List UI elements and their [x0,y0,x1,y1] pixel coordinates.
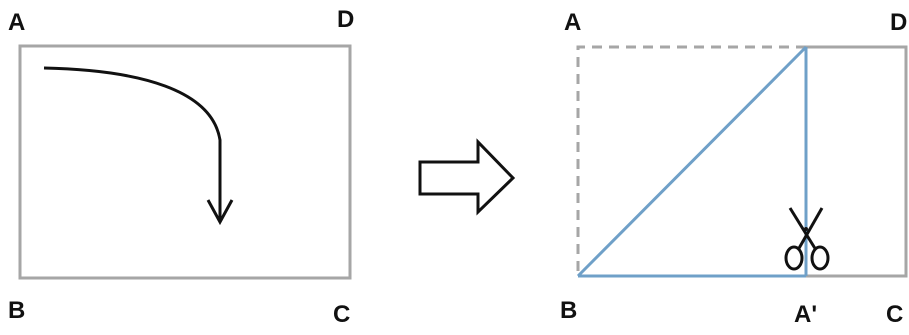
fold-arrow-head [206,199,234,226]
right-diagram: A D B A' C [560,9,908,328]
fold-diagonal-line [576,45,808,278]
right-label-b: B [560,297,577,324]
right-label-d: D [890,9,907,36]
right-arrow-outline-icon [418,138,516,216]
left-label-d: D [337,6,354,33]
left-label-c: C [333,301,350,328]
right-label-c: C [886,301,903,328]
left-label-b: B [8,297,25,324]
right-label-a-prime: A' [794,301,817,328]
right-rectangle-remaining [806,45,908,278]
left-diagram: A D B C [8,6,354,328]
curved-fold-arrow-icon [43,66,222,220]
scissors-icon [784,207,830,271]
left-label-a: A [8,9,25,36]
right-label-a: A [564,9,581,36]
folded-away-dashed-edge [576,45,806,276]
left-rectangle [18,44,352,280]
